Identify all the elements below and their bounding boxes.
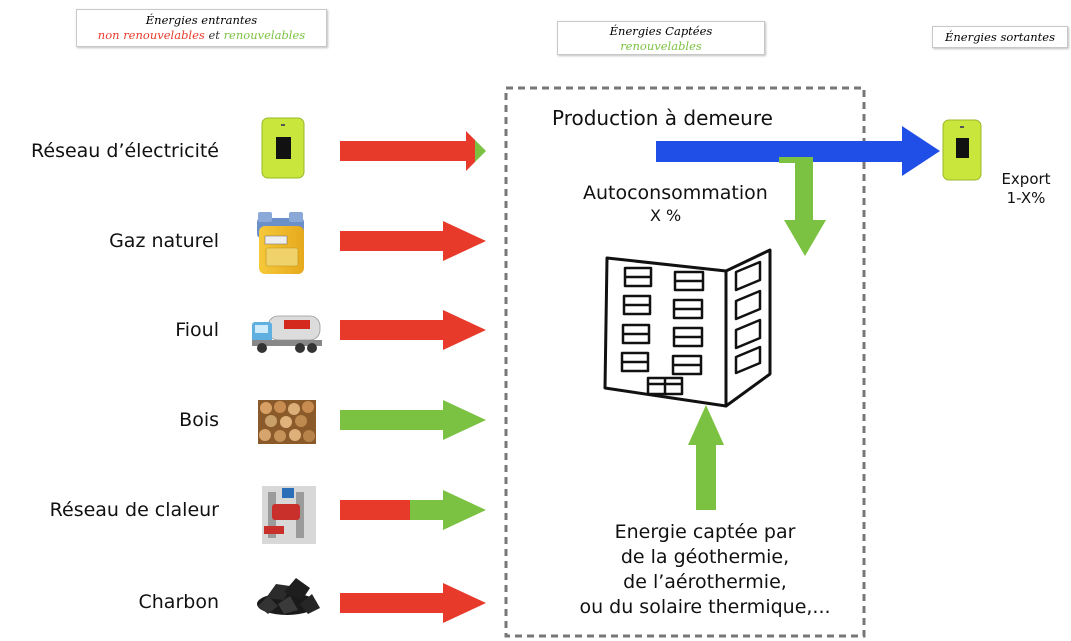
building-icon [603, 248, 772, 408]
capture-zone-boundary [504, 86, 866, 638]
entrantes-red: non renouvelables [97, 28, 205, 42]
production-label: Production à demeure [552, 106, 773, 130]
export-label: Export [1001, 170, 1051, 188]
coal-icon [257, 578, 320, 615]
arrow-gaz [340, 221, 486, 261]
captees-title: Énergies Captées [609, 24, 713, 38]
captee-line-1: Energie captée par [614, 521, 796, 543]
arrow-production-export [656, 126, 940, 176]
firewood-icon [258, 400, 316, 444]
arrow-electricite [340, 131, 486, 171]
source-label-bois: Bois [179, 409, 219, 431]
autoconsommation-label: Autoconsommation [583, 182, 768, 204]
arrow-bois [340, 400, 486, 440]
source-label-chaleur: Réseau de claleur [49, 499, 219, 521]
heating-network-icon [262, 486, 316, 544]
captee-line-3: de l’aérothermie, [623, 571, 787, 593]
source-label-electricite: Réseau d’électricité [31, 140, 219, 162]
arrow-energie-captee [688, 405, 724, 510]
header-energies-sortantes: Énergies sortantes [932, 26, 1068, 48]
entrantes-subtitle: non renouvelables et renouvelables [77, 28, 326, 43]
header-energies-captees: Énergies Captées renouvelables [557, 21, 765, 55]
arrow-autoconsommation [779, 157, 826, 256]
entrantes-green: renouvelables [223, 28, 306, 42]
gas-meter-icon [257, 212, 304, 274]
arrow-fioul [340, 310, 486, 350]
source-label-gaz: Gaz naturel [109, 230, 219, 252]
entrantes-title: Énergies entrantes [145, 13, 258, 27]
captee-line-2: de la géothermie, [620, 546, 790, 568]
arrow-chaleur [340, 490, 486, 530]
electric-meter-icon [261, 117, 305, 179]
export-meter-icon [942, 119, 982, 181]
source-label-charbon: Charbon [138, 591, 220, 613]
entrantes-et: et [208, 28, 220, 42]
header-energies-entrantes: Énergies entrantes non renouvelables et … [76, 9, 327, 47]
sortantes-title: Énergies sortantes [944, 30, 1056, 44]
fuel-truck-icon [252, 315, 322, 353]
captee-line-4: ou du solaire thermique,... [579, 596, 831, 618]
autoconsommation-pct: X % [650, 206, 682, 225]
export-pct: 1-X% [1006, 189, 1046, 207]
arrow-charbon [340, 583, 486, 623]
captees-subtitle: renouvelables [620, 39, 702, 53]
energie-captee-text: Energie captée par de la géothermie, de … [540, 520, 870, 620]
source-label-fioul: Fioul [175, 319, 219, 341]
